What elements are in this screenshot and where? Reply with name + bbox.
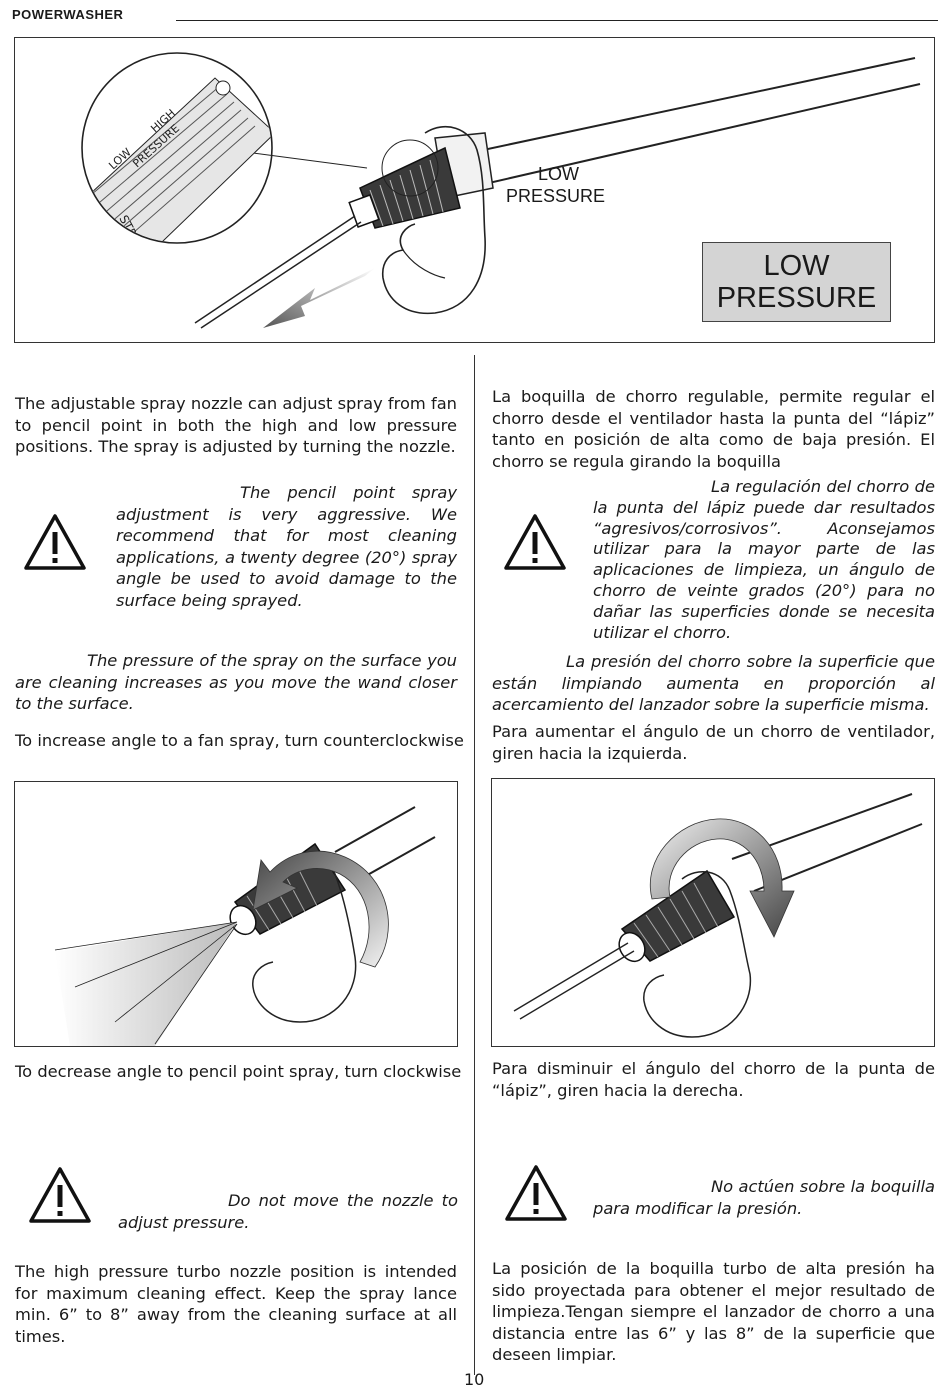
warning-triangle-icon xyxy=(504,514,566,570)
figure-pencil-spray-clockwise xyxy=(491,778,935,1047)
english-pressure-note: The pressure of the spray on the surface… xyxy=(15,651,457,713)
warning-triangle-icon xyxy=(29,1167,91,1223)
rotation-arrow-icon xyxy=(252,850,389,968)
english-turbo-nozzle-note: The high pressure turbo nozzle position … xyxy=(15,1262,457,1346)
spanish-decrease-angle-instruction: Para disminuir el ángulo del chorro de l… xyxy=(492,1059,935,1100)
english-decrease-angle-instruction: To decrease angle to pencil point spray,… xyxy=(15,1062,462,1081)
spanish-warning-pencil-point: La regulación del chorro de la punta del… xyxy=(593,477,935,642)
spanish-warning-do-not-move-nozzle: No actúen sobre la boquilla para modific… xyxy=(593,1177,935,1218)
english-warning-pencil-point: The pencil point spray adjustment is ver… xyxy=(116,483,457,610)
figure-nozzle-low-pressure: HIGH LOW PRESSURE STREAM xyxy=(14,37,935,343)
rotation-arrow-icon xyxy=(650,818,795,938)
display-label-line-2: PRESSURE xyxy=(716,282,877,314)
nozzle-low-pressure-illustration: HIGH LOW PRESSURE STREAM xyxy=(81,52,921,329)
figure-fan-spray-counterclockwise xyxy=(14,781,458,1047)
english-intro: The adjustable spray nozzle can adjust s… xyxy=(15,394,457,456)
english-increase-angle-instruction: To increase angle to a fan spray, turn c… xyxy=(15,731,464,750)
callout-low-pressure-label: LOW PRESSURE xyxy=(506,163,605,207)
display-label-line-1: LOW xyxy=(763,250,830,282)
warning-triangle-icon xyxy=(505,1165,567,1221)
callout-label-line-1: LOW xyxy=(538,164,580,184)
document-header-title: POWERWASHER xyxy=(12,7,124,22)
pencil-spray-illustration xyxy=(513,793,923,1038)
spanish-turbo-nozzle-note: La posición de la boquilla turbo de alta… xyxy=(492,1259,935,1364)
english-warning-do-not-move-nozzle: Do not move the nozzle to adjust pressur… xyxy=(118,1191,458,1232)
page-number: 10 xyxy=(464,1370,485,1389)
spanish-intro: La boquilla de chorro regulable, permite… xyxy=(492,387,935,471)
column-divider xyxy=(474,355,475,1375)
header-rule xyxy=(176,20,938,21)
spanish-pressure-note: La presión del chorro sobre la superfici… xyxy=(492,652,935,714)
low-pressure-display-box: LOW PRESSURE xyxy=(702,242,891,322)
fan-spray-illustration xyxy=(54,806,436,1046)
callout-label-line-2: PRESSURE xyxy=(506,186,606,206)
warning-triangle-icon xyxy=(24,514,86,570)
spanish-increase-angle-instruction: Para aumentar el ángulo de un chorro de … xyxy=(492,722,935,763)
